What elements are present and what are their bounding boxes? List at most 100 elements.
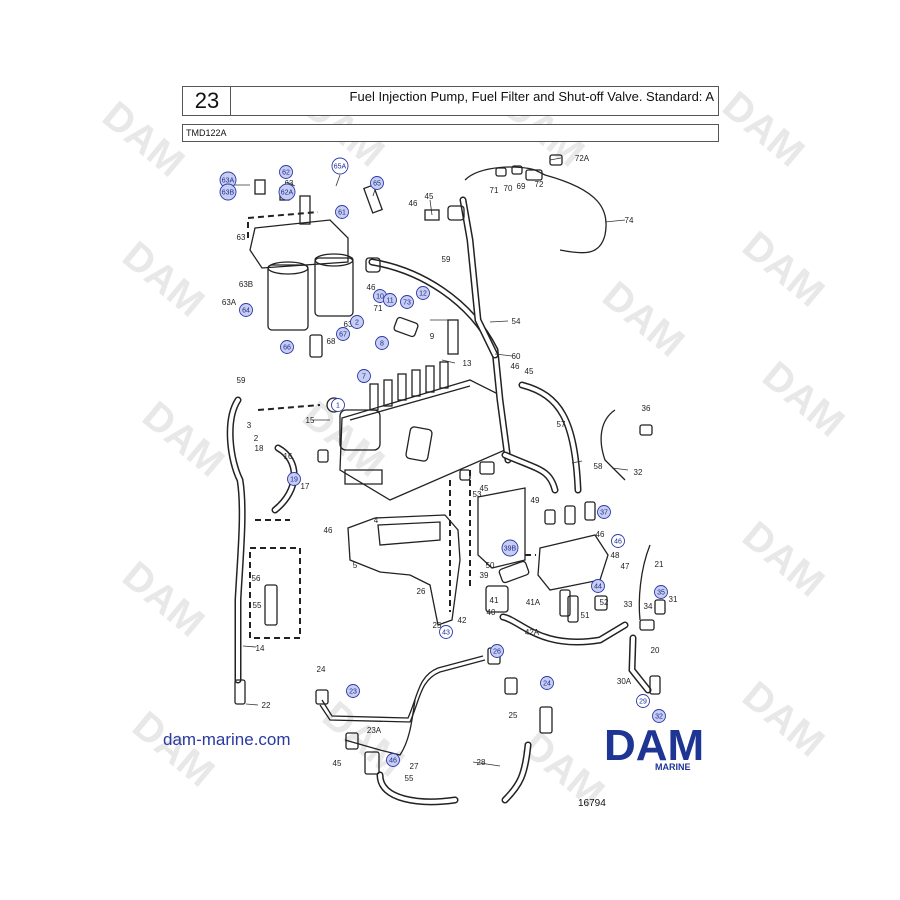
callout-circle xyxy=(375,336,389,350)
callout-32: 32 xyxy=(652,709,666,723)
callout-73: 73 xyxy=(400,295,414,309)
title-box: Fuel Injection Pump, Fuel Filter and Shu… xyxy=(230,86,719,116)
callout-39: 39 xyxy=(480,571,489,580)
callout-label: 73 xyxy=(403,300,411,307)
watermark-text: DAM xyxy=(754,353,852,445)
callout-45: 45 xyxy=(525,367,534,376)
callout-61: 61 xyxy=(335,205,349,219)
callout-70: 70 xyxy=(504,184,513,193)
callout-44: 44 xyxy=(591,579,605,593)
callout-label: 39B xyxy=(504,546,517,553)
callout-50: 50 xyxy=(486,561,495,570)
callout-5: 5 xyxy=(353,561,358,570)
callout-30A: 30A xyxy=(617,677,632,686)
callout-label: 65A xyxy=(334,164,347,171)
callout-label: 46 xyxy=(614,539,622,546)
callout-51: 51 xyxy=(581,611,590,620)
callout-66: 66 xyxy=(280,340,294,354)
callout-circle xyxy=(386,753,400,767)
frame-dash-6 xyxy=(247,211,319,238)
callout-circle xyxy=(280,340,294,354)
dam-logo: DAM xyxy=(604,722,704,766)
model-code: TMD122A xyxy=(186,128,227,138)
callout-label: 65 xyxy=(373,181,381,188)
callout-label: 2 xyxy=(355,320,359,327)
callout-42: 42 xyxy=(458,616,467,625)
callout-67: 67 xyxy=(336,327,350,341)
callout-72: 72 xyxy=(535,180,544,189)
callout-label: 29 xyxy=(639,699,647,706)
callout-63: 63 xyxy=(344,320,353,329)
callout-8: 8 xyxy=(375,336,389,350)
callout-31: 31 xyxy=(669,595,678,604)
callout-circle xyxy=(636,694,650,708)
watermark-text: DAM xyxy=(734,223,832,315)
callout-label: 67 xyxy=(339,332,347,339)
callout-24: 24 xyxy=(317,665,326,674)
brand-website: dam-marine.com xyxy=(163,730,291,749)
callout-circle xyxy=(370,176,384,190)
callout-36: 36 xyxy=(642,404,651,413)
callout-71: 71 xyxy=(374,304,383,313)
callout-56: 56 xyxy=(252,574,261,583)
callout-circle xyxy=(279,165,293,179)
callout-1: 1 xyxy=(331,398,345,412)
callout-26: 26 xyxy=(417,587,426,596)
callout-circle xyxy=(540,676,554,690)
callout-2: 2 xyxy=(254,434,259,443)
callout-46: 46 xyxy=(367,283,376,292)
callout-16: 16 xyxy=(284,452,293,461)
callout-label: 61 xyxy=(338,210,346,217)
callout-60: 60 xyxy=(512,352,521,361)
callout-circle xyxy=(287,472,301,486)
callout-19: 19 xyxy=(287,472,301,486)
fuel-hoses xyxy=(226,196,652,806)
callout-53: 53 xyxy=(473,490,482,499)
callout-7: 7 xyxy=(357,369,371,383)
callout-label: 35 xyxy=(657,590,665,597)
drawing-number: 16794 xyxy=(578,798,606,809)
callout-46: 46 xyxy=(611,534,625,548)
callout-3: 3 xyxy=(247,421,252,430)
callout-circle xyxy=(278,183,296,201)
callout-circle xyxy=(383,293,397,307)
model-box: TMD122A xyxy=(182,124,719,142)
callout-45: 45 xyxy=(425,192,434,201)
callout-39B: 39B xyxy=(501,539,519,557)
watermark-text: DAM xyxy=(714,83,812,175)
callout-23: 23 xyxy=(346,684,360,698)
callout-label: 12 xyxy=(419,291,427,298)
callout-label: 64 xyxy=(242,308,250,315)
watermark-text: DAM xyxy=(734,673,832,765)
callout-label: 43 xyxy=(442,630,450,637)
callout-21: 21 xyxy=(655,560,664,569)
callout-11: 11 xyxy=(383,293,397,307)
callout-26: 26 xyxy=(490,644,504,658)
callout-69: 69 xyxy=(517,182,526,191)
callout-59: 59 xyxy=(442,255,451,264)
callout-42A: 42A xyxy=(525,628,540,637)
callout-35: 35 xyxy=(654,585,668,599)
callout-63B: 63B xyxy=(219,183,237,201)
callout-13: 13 xyxy=(463,359,472,368)
callout-45: 45 xyxy=(480,484,489,493)
callout-33: 33 xyxy=(624,600,633,609)
callout-65A: 65A xyxy=(331,157,349,175)
callout-14: 14 xyxy=(256,644,265,653)
callout-label: 23 xyxy=(349,689,357,696)
callout-49: 49 xyxy=(531,496,540,505)
watermark-text: DAM xyxy=(114,233,212,325)
callout-label: 26 xyxy=(493,649,501,656)
callout-label: 32 xyxy=(655,714,663,721)
watermark-text: DAM xyxy=(134,393,232,485)
callout-label: 7 xyxy=(362,374,366,381)
page-number-box: 23 xyxy=(182,86,231,116)
callout-20: 20 xyxy=(651,646,660,655)
callout-25: 25 xyxy=(433,621,442,630)
callout-label: 66 xyxy=(283,345,291,352)
callout-52: 52 xyxy=(600,598,609,607)
callout-circle xyxy=(611,534,625,548)
